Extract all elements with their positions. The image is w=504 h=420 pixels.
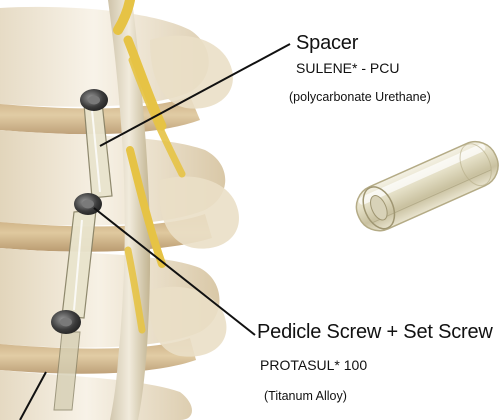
screw-head-top [80,89,108,111]
vertebra-4 [0,370,192,420]
screw-material: PROTASUL* 100 [260,357,367,373]
spacer-description: (polycarbonate Urethane) [289,90,431,104]
spacer-title: Spacer [296,32,358,55]
screw-head-bottom [51,310,81,334]
posterior-elements [149,36,239,357]
spacer-product [349,135,504,238]
screw-description: (Titanum Alloy) [264,389,347,403]
screw-title: Pedicle Screw + Set Screw [257,321,493,344]
spacer-material: SULENE* - PCU [296,60,399,76]
